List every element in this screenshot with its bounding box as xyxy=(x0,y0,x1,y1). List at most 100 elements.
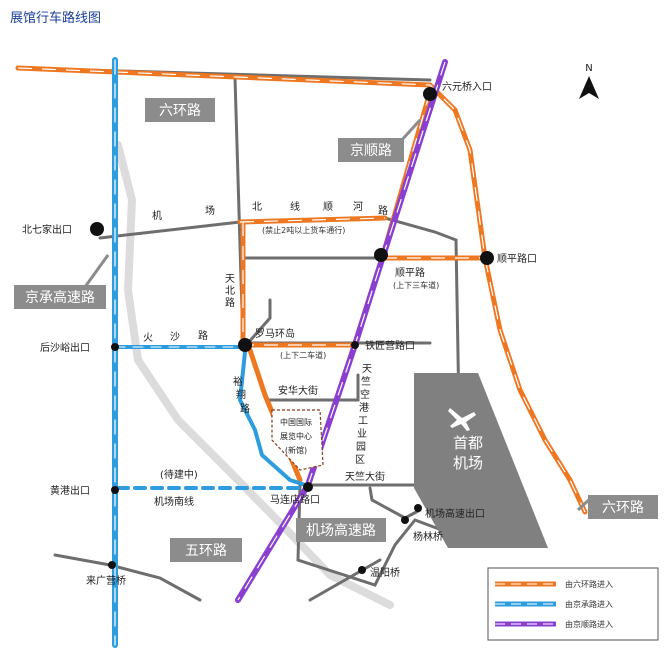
label-tianzhu-park: 天 竺 空 港 工 业 园 区 xyxy=(355,364,372,466)
svg-text:港: 港 xyxy=(359,402,369,414)
junction-tiejiangying xyxy=(351,341,359,349)
label-shunping-road: 顺平路 xyxy=(395,266,425,279)
svg-text:路: 路 xyxy=(198,329,208,342)
svg-text:北: 北 xyxy=(225,285,235,297)
junction-luoma xyxy=(238,338,252,352)
label-shunping-note: (上下三车道) xyxy=(393,280,439,290)
junction-wenyang xyxy=(358,566,366,574)
exhibition-label-line3: (新馆) xyxy=(285,445,307,455)
label-tianzhu-street: 天竺大街 xyxy=(345,470,385,483)
label-yuxiang-road: 裕 翔 路 xyxy=(233,375,250,415)
tag-liuhuan-north: 六环路 xyxy=(145,98,215,122)
north-compass-icon: N xyxy=(579,63,599,99)
tag-wuhuan: 五环路 xyxy=(170,538,242,562)
label-laiguangying: 来广营桥 xyxy=(86,574,126,587)
label-jichang-north-note: (禁止2吨以上货车通行) xyxy=(262,225,345,235)
map-title: 展馆行车路线图 xyxy=(10,10,101,26)
airport-label-line2: 机场 xyxy=(453,454,483,472)
svg-text:路: 路 xyxy=(240,402,250,415)
svg-text:线: 线 xyxy=(290,200,300,213)
tag-airport-expressway: 机场高速路 xyxy=(296,518,386,542)
label-huanggang: 黄港出口 xyxy=(50,484,90,497)
svg-text:顺: 顺 xyxy=(323,201,333,213)
tag-liuhuan-east: 六环路 xyxy=(576,495,658,519)
airplane-icon xyxy=(448,408,476,431)
label-huosha-road: 火 沙 路 xyxy=(143,329,208,344)
svg-text:河: 河 xyxy=(353,201,363,213)
minor-roads xyxy=(114,141,394,609)
svg-text:路: 路 xyxy=(225,296,235,309)
junction-laiguangying xyxy=(108,561,116,569)
junction-shunping xyxy=(374,248,388,262)
label-tiejiangying: 铁匠营路口 xyxy=(365,339,415,352)
legend-label-jingcheng: 由京承路进入 xyxy=(565,599,613,609)
label-shunping-exit: 顺平路口 xyxy=(497,252,537,265)
label-houshayu: 后沙峪出口 xyxy=(40,341,90,354)
label-malianzhuang: 马连店路口 xyxy=(270,493,320,506)
junction-huanggang xyxy=(111,486,119,494)
svg-text:京顺路: 京顺路 xyxy=(350,143,392,159)
exhibition-center: 中国国际 展览中心 (新馆) xyxy=(271,409,324,471)
svg-text:空: 空 xyxy=(360,388,370,401)
junction-markers xyxy=(90,87,494,574)
label-airport-exit: 机场高速出口 xyxy=(425,507,485,520)
svg-text:区: 区 xyxy=(355,454,365,466)
label-tianbei-road: 天 北 路 xyxy=(225,274,235,309)
svg-text:北: 北 xyxy=(252,201,262,213)
svg-text:沙: 沙 xyxy=(170,331,180,343)
svg-text:裕: 裕 xyxy=(233,375,243,388)
junction-beiqijia xyxy=(90,222,104,236)
capital-airport: 首都 机场 xyxy=(414,373,548,548)
svg-text:六环路: 六环路 xyxy=(602,500,644,516)
svg-text:场: 场 xyxy=(205,204,215,217)
junction-yanglin xyxy=(401,516,409,524)
junction-airport-exit xyxy=(414,504,422,512)
svg-text:业: 业 xyxy=(357,428,367,440)
junction-liuyuanqiao xyxy=(423,87,437,101)
legend: 由六环路进入 由京承路进入 由京顺路进入 xyxy=(487,567,659,641)
tag-jingshun: 京顺路 xyxy=(338,118,422,162)
junction-houshayu xyxy=(111,343,119,351)
svg-text:火: 火 xyxy=(143,332,153,344)
svg-text:翔: 翔 xyxy=(236,388,246,401)
route-from-jingcheng xyxy=(112,57,307,648)
label-jichang-north-line: 机 场 北 线 顺 河 路 xyxy=(152,200,388,222)
label-wenyangqiao: 温阳桥 xyxy=(370,567,400,579)
legend-label-jingshun: 由京顺路进入 xyxy=(565,619,613,629)
legend-label-6th-ring: 由六环路进入 xyxy=(565,579,613,589)
svg-text:机: 机 xyxy=(152,209,162,222)
junction-malianzhuang xyxy=(303,482,313,492)
svg-text:六环路: 六环路 xyxy=(159,103,201,119)
svg-text:竺: 竺 xyxy=(361,375,371,388)
label-airport-south-line: 机场南线 xyxy=(154,495,194,508)
junction-shunping-exit xyxy=(480,251,494,265)
exhibition-label-line2: 展览中心 xyxy=(280,431,312,441)
legend-item-jingshun: 由京顺路进入 xyxy=(495,619,613,629)
svg-text:路: 路 xyxy=(378,204,388,217)
svg-text:京承高速路: 京承高速路 xyxy=(25,289,95,306)
svg-text:五环路: 五环路 xyxy=(185,543,227,559)
airport-label-line1: 首都 xyxy=(453,434,483,452)
label-liuyuanqiao: 六元桥入口 xyxy=(442,81,492,93)
svg-text:天: 天 xyxy=(225,274,235,285)
road-labels: 机 场 北 线 顺 河 路 (禁止2吨以上货车通行) 顺平路 (上下三车道) 天… xyxy=(143,200,439,508)
svg-text:机场高速路: 机场高速路 xyxy=(306,522,376,539)
label-luoma: 罗马环岛 xyxy=(255,327,295,340)
label-under-construction: (待建中) xyxy=(160,468,198,481)
exhibition-label-line1: 中国国际 xyxy=(280,417,312,427)
svg-text:工: 工 xyxy=(358,416,368,427)
label-yanglinqiao: 杨林桥 xyxy=(413,530,443,543)
svg-text:天: 天 xyxy=(362,364,372,375)
road-tags: 六环路 京顺路 京承高速路 五环路 机场高速路 六环路 xyxy=(14,98,658,562)
legend-item-jingcheng: 由京承路进入 xyxy=(495,599,613,609)
label-luoma-note: (上下二车道) xyxy=(280,350,326,360)
legend-item-6th-ring: 由六环路进入 xyxy=(495,579,613,589)
label-beiqijia: 北七家出口 xyxy=(22,223,72,236)
label-anhua-street: 安华大街 xyxy=(278,384,318,397)
svg-text:园: 园 xyxy=(356,441,366,453)
compass-n-label: N xyxy=(585,63,592,74)
place-labels: 六元桥入口 北七家出口 顺平路口 罗马环岛 铁匠营路口 后沙峪出口 黄港出口 马… xyxy=(22,81,537,587)
tag-jingcheng: 京承高速路 xyxy=(14,254,110,309)
